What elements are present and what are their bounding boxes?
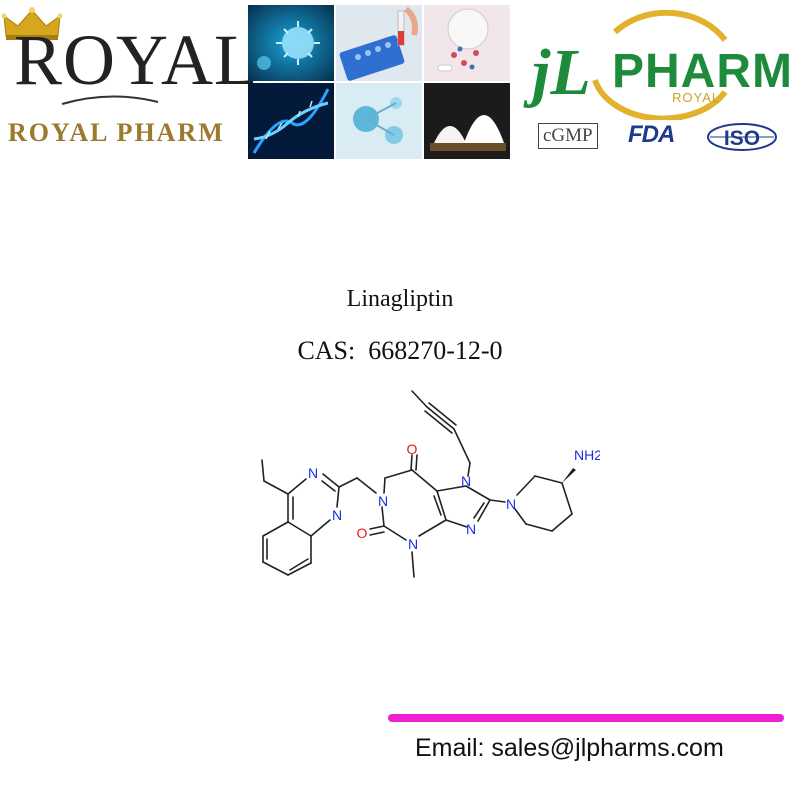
dna-photo: [248, 83, 334, 159]
atom-n9: N: [466, 521, 476, 537]
swash-icon: [61, 95, 159, 105]
contact-email[interactable]: Email: sales@jlpharms.com: [415, 734, 724, 762]
accent-bar: [388, 714, 784, 722]
iso-badge: ISO: [707, 123, 777, 151]
powder-icon: [424, 83, 510, 159]
molecule-spheres-icon: [336, 83, 422, 159]
dna-icon: [248, 83, 334, 159]
molecule-photo: [336, 83, 422, 159]
iso-label: ISO: [724, 127, 760, 150]
cgmp-badge: cGMP: [538, 123, 598, 149]
crown-icon: [2, 7, 62, 40]
royal-wordmark: ROYAL: [14, 20, 260, 100]
linagliptin-structure: N N N N N N N O O NH2: [261, 390, 600, 578]
atom-piperidine-n: N: [506, 496, 516, 512]
atom-quinazoline-n3: N: [332, 507, 342, 523]
lab-photo: [336, 5, 422, 81]
virus-photo: [248, 5, 334, 81]
atom-nh2: NH2: [574, 447, 600, 463]
product-name: Linagliptin: [346, 286, 454, 312]
capsules-photo: [424, 5, 510, 81]
atom-n1: N: [378, 493, 388, 509]
cas-number: CAS: 668270-12-0: [297, 336, 503, 365]
jl-pharm-logo: jL PHARM ROYAL cGMP FDA ISO: [520, 10, 795, 160]
atom-o2: O: [357, 525, 368, 541]
virus-icon: [248, 5, 334, 81]
atom-quinazoline-n1: N: [308, 465, 318, 481]
royal-logo: ROYAL ROYAL PHARM: [0, 0, 258, 160]
jl-royal-subtitle: ROYAL: [672, 90, 721, 105]
arc-icon: [592, 10, 728, 120]
lab-tubes-icon: [336, 5, 422, 81]
stereo-wedge: [562, 468, 576, 483]
royal-subtitle: ROYAL PHARM: [8, 118, 225, 147]
fda-badge: FDA: [628, 121, 675, 148]
atom-n3: N: [408, 536, 418, 552]
atom-n7: N: [461, 473, 471, 489]
atom-o6: O: [407, 441, 418, 457]
jl-mark: jL: [532, 36, 591, 109]
capsules-icon: [424, 5, 510, 81]
jl-pharm-wordmark: PHARM: [612, 45, 793, 98]
powder-photo: [424, 83, 510, 159]
